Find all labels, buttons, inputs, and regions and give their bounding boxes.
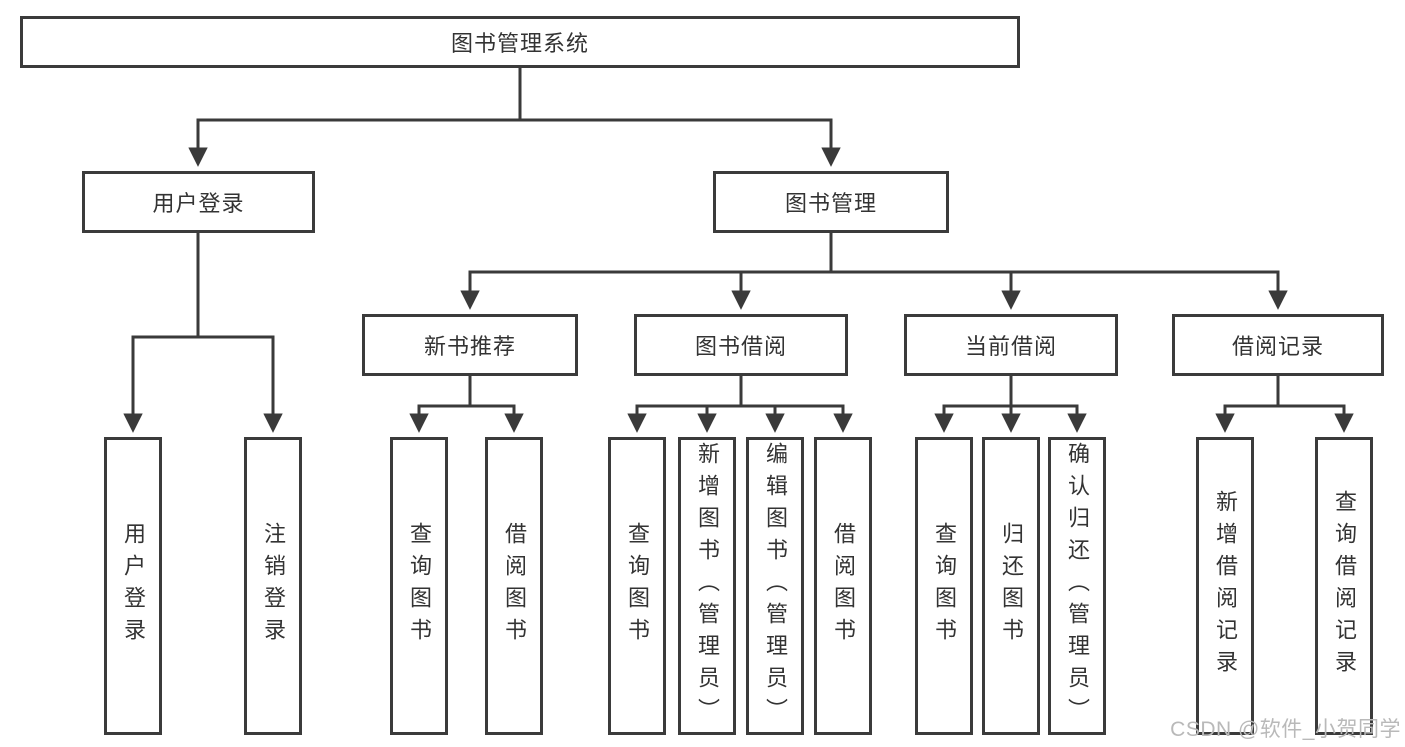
node-root-system: 图书管理系统 [20, 16, 1020, 68]
node-borrowing-records: 借阅记录 [1172, 314, 1384, 376]
leaf-label: 新增图书（管理员） [695, 442, 720, 730]
csdn-watermark: CSDN @软件_小贺同学 [1170, 718, 1401, 741]
leaf-borrow-books-2: 借阅图书 [814, 437, 872, 735]
leaf-label: 借阅图书 [831, 522, 856, 650]
connector-userlogin-to-leaves [123, 233, 283, 433]
leaf-user-login: 用户登录 [104, 437, 162, 735]
connector-borrowrecords-to-leaves [1215, 376, 1354, 433]
leaf-confirm-return-admin: 确认归还（管理员） [1048, 437, 1106, 735]
connector-bookborrow-to-leaves [627, 376, 853, 433]
leaf-query-books-3: 查询图书 [915, 437, 973, 735]
leaf-add-books-admin: 新增图书（管理员） [678, 437, 736, 735]
connector-newbooks-to-leaves [409, 376, 524, 433]
leaf-return-books: 归还图书 [982, 437, 1040, 735]
leaf-query-books-2: 查询图书 [608, 437, 666, 735]
leaf-label: 注销登录 [261, 522, 286, 650]
leaf-label: 新增借阅记录 [1213, 490, 1238, 682]
leaf-label: 借阅图书 [502, 522, 527, 650]
leaf-add-borrow-record: 新增借阅记录 [1196, 437, 1254, 735]
leaf-label: 确认归还（管理员） [1065, 442, 1090, 730]
leaf-edit-books-admin: 编辑图书（管理员） [746, 437, 804, 735]
leaf-query-borrow-record: 查询借阅记录 [1315, 437, 1373, 735]
leaf-borrow-books-1: 借阅图书 [485, 437, 543, 735]
node-new-book-recommend: 新书推荐 [362, 314, 578, 376]
leaf-label: 归还图书 [999, 522, 1024, 650]
leaf-label: 查询图书 [407, 522, 432, 650]
connector-currentborrow-to-leaves [934, 376, 1087, 433]
leaf-query-books-1: 查询图书 [390, 437, 448, 735]
leaf-label: 用户登录 [121, 522, 146, 650]
connector-root-to-level2 [188, 68, 841, 167]
node-current-borrowing: 当前借阅 [904, 314, 1118, 376]
connector-bookmgmt-to-level3 [460, 233, 1288, 310]
node-book-borrowing: 图书借阅 [634, 314, 848, 376]
leaf-label: 查询借阅记录 [1332, 490, 1357, 682]
leaf-label: 编辑图书（管理员） [763, 442, 788, 730]
node-book-management: 图书管理 [713, 171, 949, 233]
leaf-label: 查询图书 [932, 522, 957, 650]
leaf-logout: 注销登录 [244, 437, 302, 735]
leaf-label: 查询图书 [625, 522, 650, 650]
node-user-login: 用户登录 [82, 171, 315, 233]
